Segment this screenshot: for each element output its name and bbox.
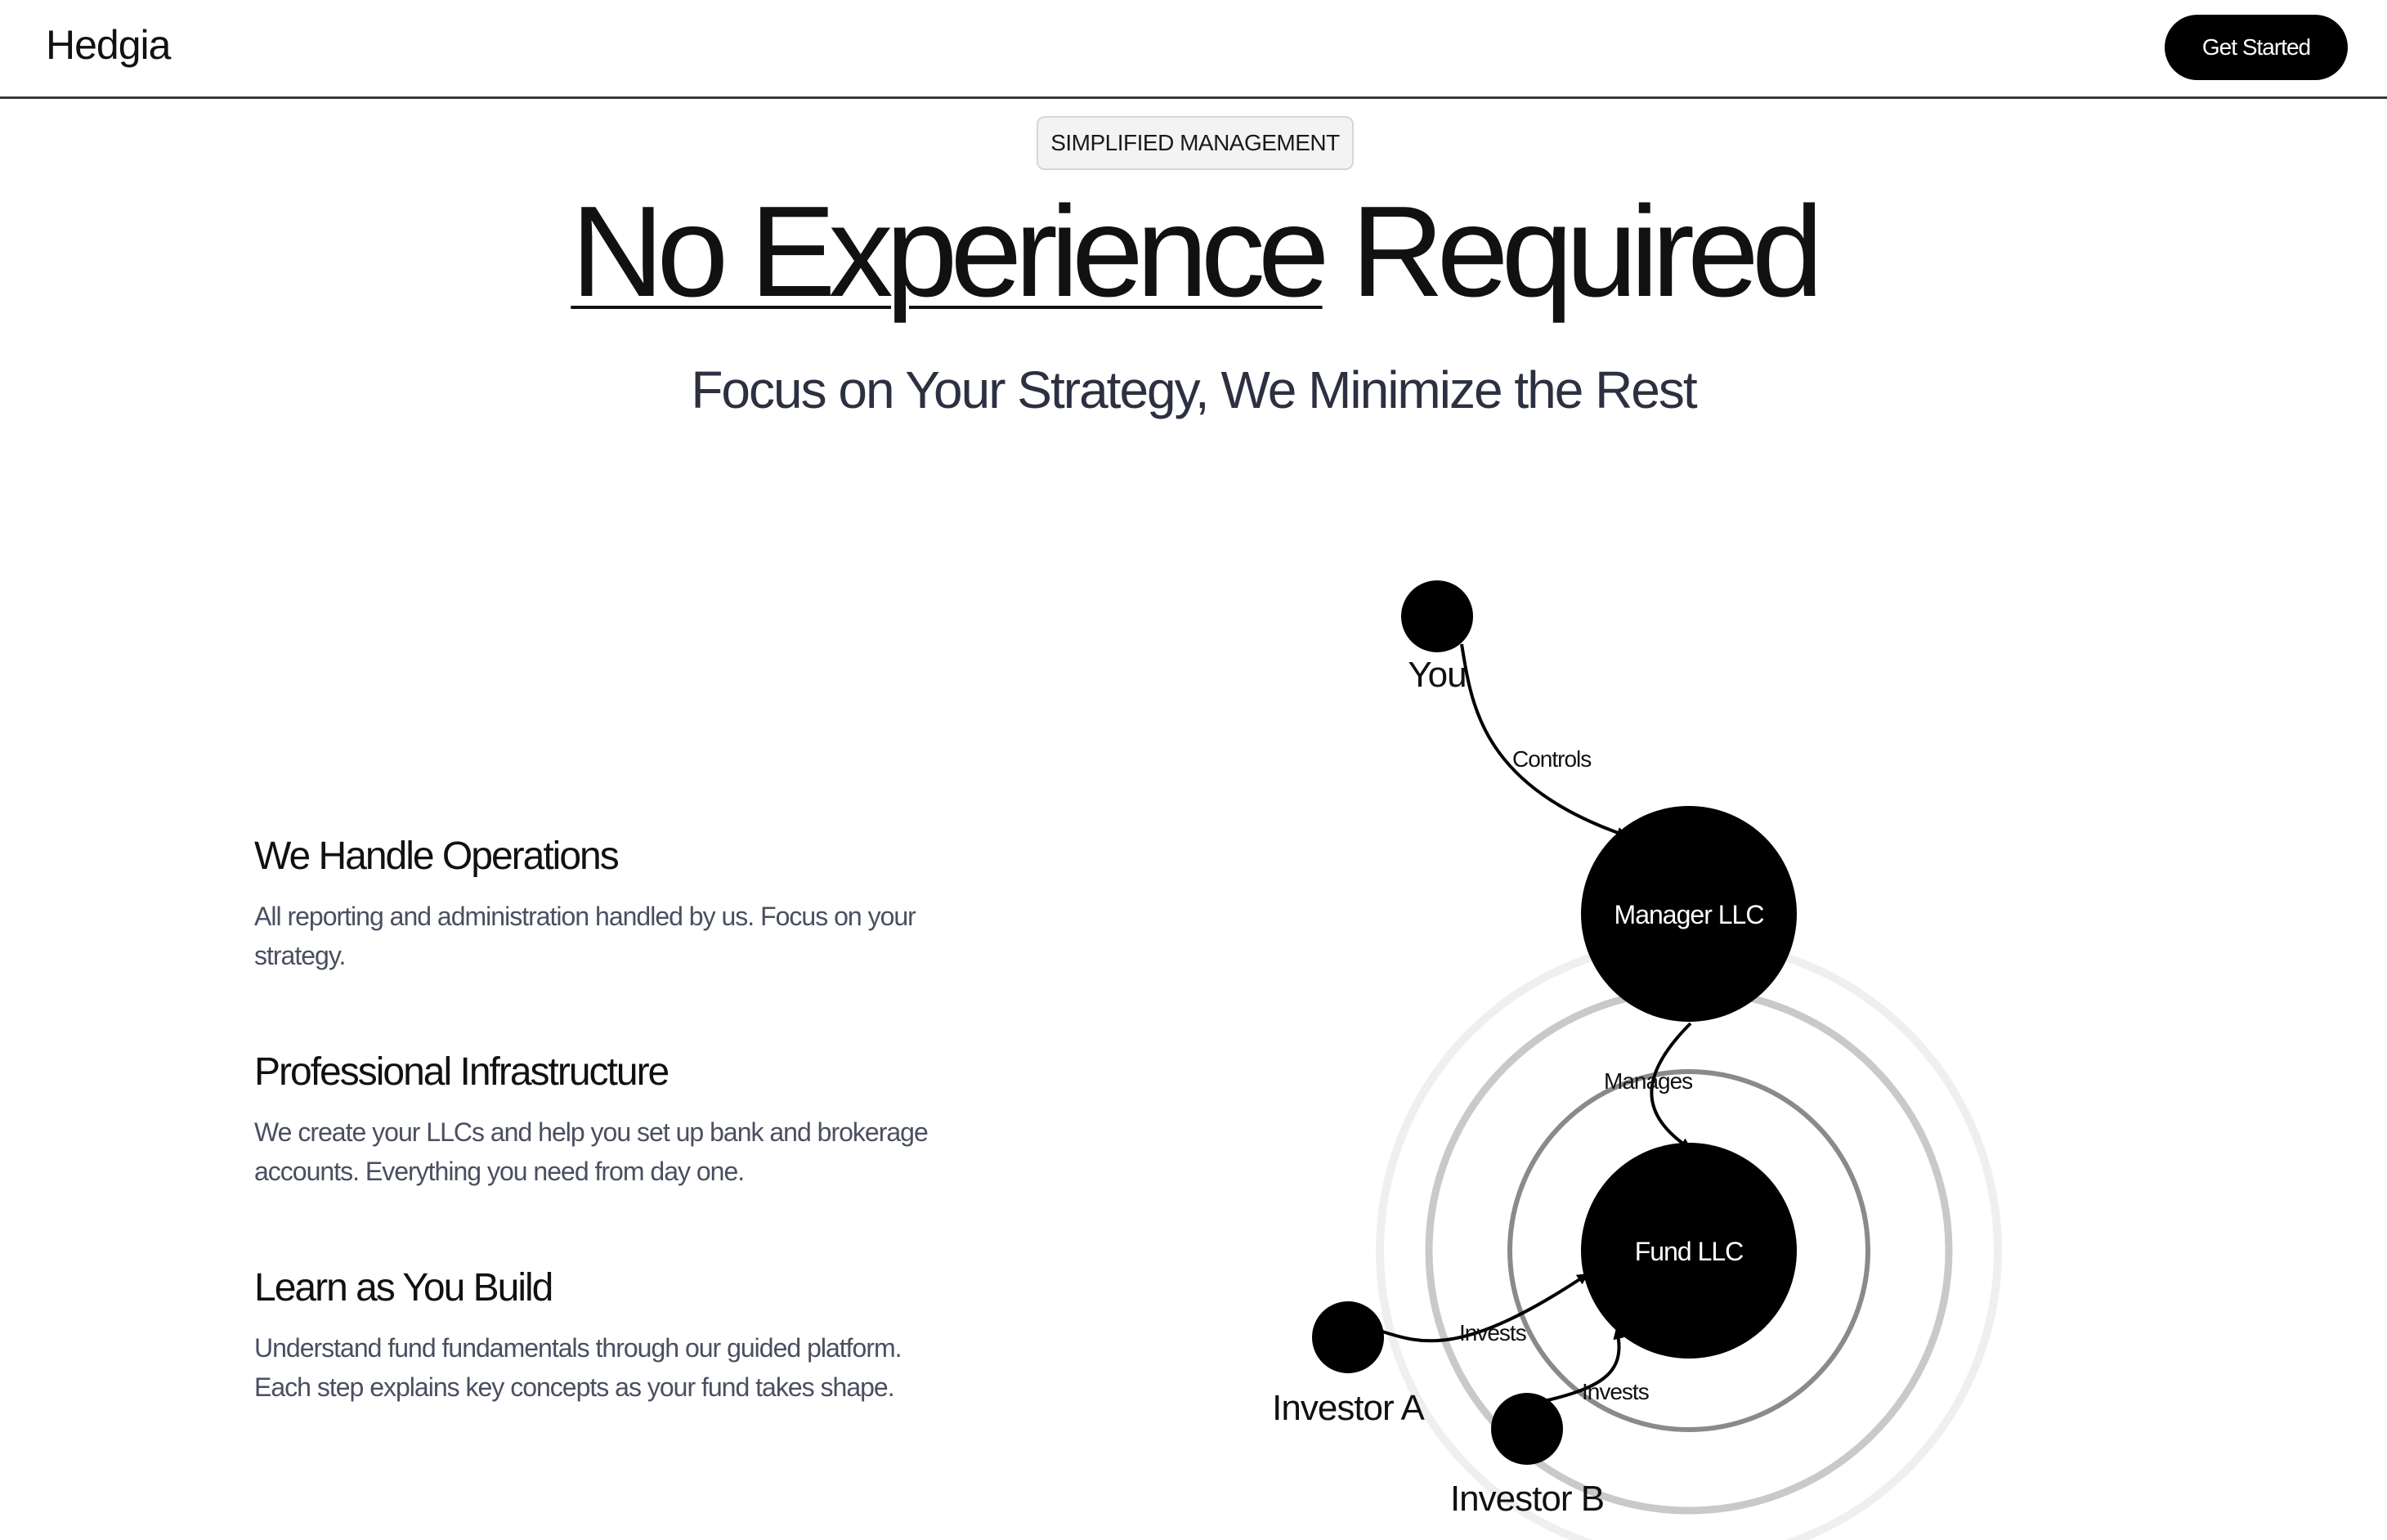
investor-a-label: Investor A xyxy=(1272,1388,1425,1428)
investor-a-node[interactable] xyxy=(1312,1301,1384,1373)
feature-title: Professional Infrastructure xyxy=(254,1050,670,1094)
feature-list: We Handle Operations All reporting and a… xyxy=(254,834,957,1481)
feature-description: We create your LLCs and help you set up … xyxy=(254,1117,929,1186)
manages-edge xyxy=(1650,1022,1692,1150)
invests-a-label: Invests xyxy=(1459,1320,1526,1345)
inner-ring xyxy=(1507,1069,1870,1432)
controls-label: Controls xyxy=(1512,746,1591,772)
fund-llc-label: Fund LLC xyxy=(1635,1237,1744,1266)
hero-title-rest: Required xyxy=(1350,180,1824,324)
section-badge: SIMPLIFIED MANAGEMENT xyxy=(1037,116,1354,170)
diagram-canvas: Controls Manages Invests Invests You Man… xyxy=(1272,580,2002,1540)
hero-subtitle: Focus on Your Strategy, We Minimize the … xyxy=(691,360,1697,419)
hero-title: No Experience Required xyxy=(0,178,2387,327)
fund-structure-diagram: Controls Manages Invests Invests You Man… xyxy=(1226,539,2044,1540)
feature-item: We Handle Operations All reporting and a… xyxy=(254,834,957,1050)
fund-llc-node[interactable] xyxy=(1581,1143,1797,1359)
site-header: Hedgia Get Started xyxy=(0,0,2387,99)
feature-description: All reporting and administration handled… xyxy=(254,902,916,970)
feature-title: Learn as You Build xyxy=(254,1266,553,1309)
manages-label: Manages xyxy=(1604,1068,1692,1094)
get-started-button[interactable]: Get Started xyxy=(2165,15,2348,80)
invests-b-label: Invests xyxy=(1582,1379,1649,1404)
you-label: You xyxy=(1408,655,1466,695)
invests-b-edge xyxy=(1528,1327,1625,1406)
you-node[interactable] xyxy=(1401,580,1473,652)
manager-llc-node[interactable] xyxy=(1581,806,1797,1022)
feature-title: We Handle Operations xyxy=(254,835,620,878)
feature-description: Understand fund fundamentals through our… xyxy=(254,1333,902,1402)
manager-llc-label: Manager LLC xyxy=(1614,900,1764,929)
investor-b-node[interactable] xyxy=(1491,1393,1563,1465)
hero-title-underlined: No Experience xyxy=(571,180,1329,324)
invests-a-edge xyxy=(1379,1273,1589,1343)
controls-edge xyxy=(1460,643,1628,839)
feature-item: Learn as You Build Understand fund funda… xyxy=(254,1265,957,1481)
logo[interactable]: Hedgia xyxy=(46,22,171,68)
investor-b-label: Investor B xyxy=(1450,1479,1604,1519)
feature-item: Professional Infrastructure We create yo… xyxy=(254,1050,957,1265)
